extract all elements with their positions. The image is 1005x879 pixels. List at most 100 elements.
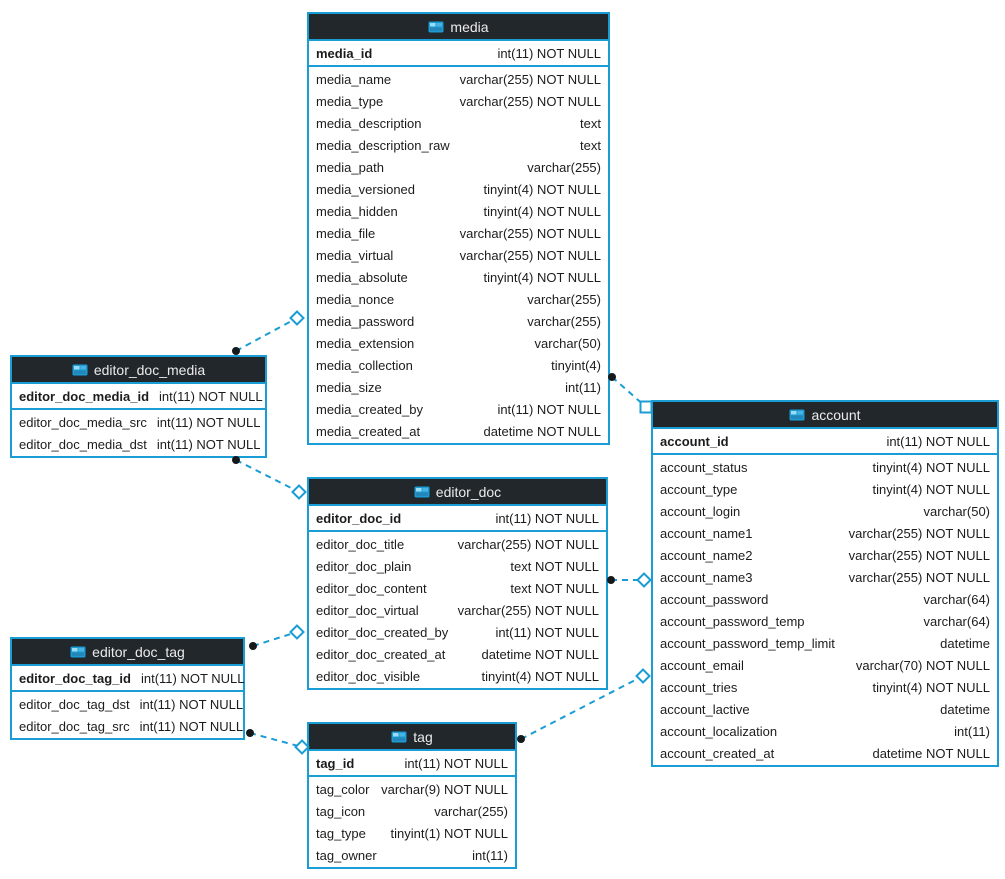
column-type: tinyint(4) NOT NULL xyxy=(872,481,990,497)
relation-editor_doc_media-media xyxy=(232,310,305,355)
column-name: account_status xyxy=(660,459,748,475)
column-type: varchar(255) NOT NULL xyxy=(459,93,601,109)
table-icon xyxy=(391,731,407,743)
column-type: datetime NOT NULL xyxy=(481,646,599,662)
column-name: account_id xyxy=(660,433,729,449)
table-media-header[interactable]: media xyxy=(309,14,608,41)
column-type: tinyint(4) NOT NULL xyxy=(483,269,601,285)
table-account-header[interactable]: account xyxy=(653,402,997,429)
column-name: media_description_raw xyxy=(316,137,450,153)
column-name: media_password xyxy=(316,313,415,329)
column-name: media_nonce xyxy=(316,291,395,307)
column-name: media_name xyxy=(316,71,392,87)
column-type: varchar(255) NOT NULL xyxy=(457,602,599,618)
primary-key-row[interactable]: account_id int(11) NOT NULL xyxy=(653,429,997,453)
relation-media-account xyxy=(608,373,653,414)
relation-editor_doc_tag-tag xyxy=(246,729,310,755)
column-type: int(11) xyxy=(954,723,990,739)
column-name: editor_doc_visible xyxy=(316,668,421,684)
column-name: editor_doc_created_by xyxy=(316,624,449,640)
column-name: account_type xyxy=(660,481,738,497)
column-name: media_virtual xyxy=(316,247,394,263)
column-name: editor_doc_id xyxy=(316,510,402,526)
column-type: text NOT NULL xyxy=(510,558,599,574)
column-type: datetime xyxy=(940,701,990,717)
column-type: varchar(255) xyxy=(527,159,601,175)
column-name: tag_owner xyxy=(316,847,377,863)
table-editor-doc-header[interactable]: editor_doc xyxy=(309,479,606,506)
column-type: int(11) NOT NULL xyxy=(886,433,990,449)
column-name: media_id xyxy=(316,45,373,61)
column-name: media_hidden xyxy=(316,203,398,219)
column-row[interactable]: account_type tinyint(4) NOT NULL xyxy=(653,478,997,500)
table-tag-header[interactable]: tag xyxy=(309,724,515,751)
table-icon xyxy=(428,21,444,33)
column-name: account_password xyxy=(660,591,769,607)
table-account[interactable]: account account_id int(11) NOT NULL accou… xyxy=(651,400,999,767)
column-type: varchar(64) xyxy=(923,591,990,607)
column-row[interactable]: account_password varchar(64) xyxy=(653,588,997,610)
table-editor-doc-tag-header[interactable]: editor_doc_tag xyxy=(12,639,243,666)
table-editor-doc-media-header[interactable]: editor_doc_media xyxy=(12,357,265,384)
column-type: tinyint(4) xyxy=(551,357,601,373)
